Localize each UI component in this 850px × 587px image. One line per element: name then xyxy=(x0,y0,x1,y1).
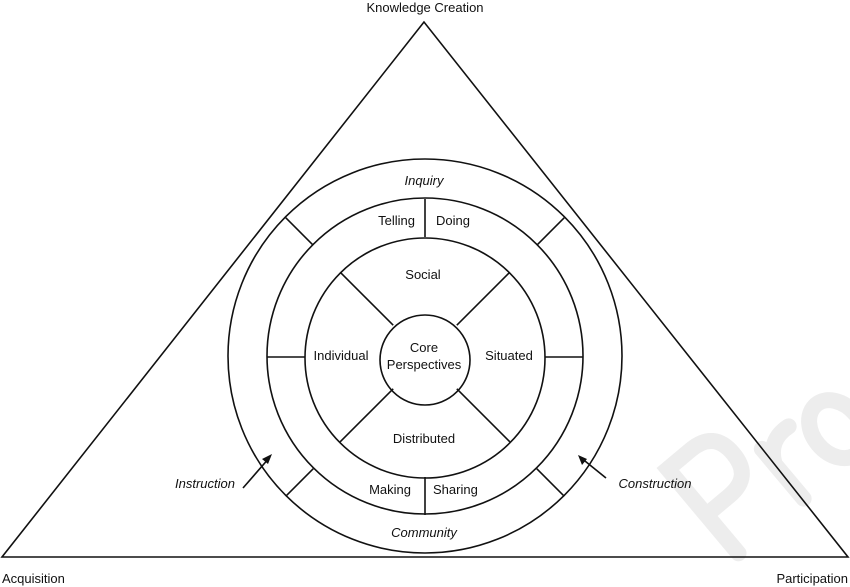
watermark xyxy=(656,392,850,562)
label-acquisition: Acquisition xyxy=(2,571,65,586)
label-individual: Individual xyxy=(314,348,369,363)
construction-arrowhead xyxy=(578,455,587,465)
label-perspectives: Perspectives xyxy=(387,357,462,372)
inner-divider xyxy=(456,271,511,326)
label-doing: Doing xyxy=(436,213,470,228)
core-circle xyxy=(379,314,471,406)
label-construction: Construction xyxy=(619,476,692,491)
label-participation: Participation xyxy=(776,571,848,586)
label-sharing: Sharing xyxy=(433,482,478,497)
inner-divider xyxy=(339,388,394,443)
label-distributed: Distributed xyxy=(393,431,455,446)
watermark-letter-p xyxy=(656,433,750,562)
outer-divider xyxy=(285,468,314,497)
inner-divider xyxy=(339,271,394,326)
triangle xyxy=(0,20,850,558)
outer-divider xyxy=(536,468,565,497)
label-knowledge-creation: Knowledge Creation xyxy=(366,0,483,15)
label-social: Social xyxy=(405,267,441,282)
watermark-letter-o xyxy=(801,392,850,467)
label-telling: Telling xyxy=(378,213,415,228)
outer-divider xyxy=(536,217,565,246)
label-situated: Situated xyxy=(485,348,533,363)
instruction-arrowhead xyxy=(262,454,272,464)
label-making: Making xyxy=(369,482,411,497)
label-instruction: Instruction xyxy=(175,476,235,491)
inner-divider xyxy=(456,388,511,443)
label-community: Community xyxy=(391,525,458,540)
label-core: Core xyxy=(410,340,438,355)
instruction-arrow xyxy=(242,456,271,489)
outer-circle xyxy=(227,158,623,554)
outer-divider xyxy=(285,217,314,246)
label-inquiry: Inquiry xyxy=(404,173,445,188)
